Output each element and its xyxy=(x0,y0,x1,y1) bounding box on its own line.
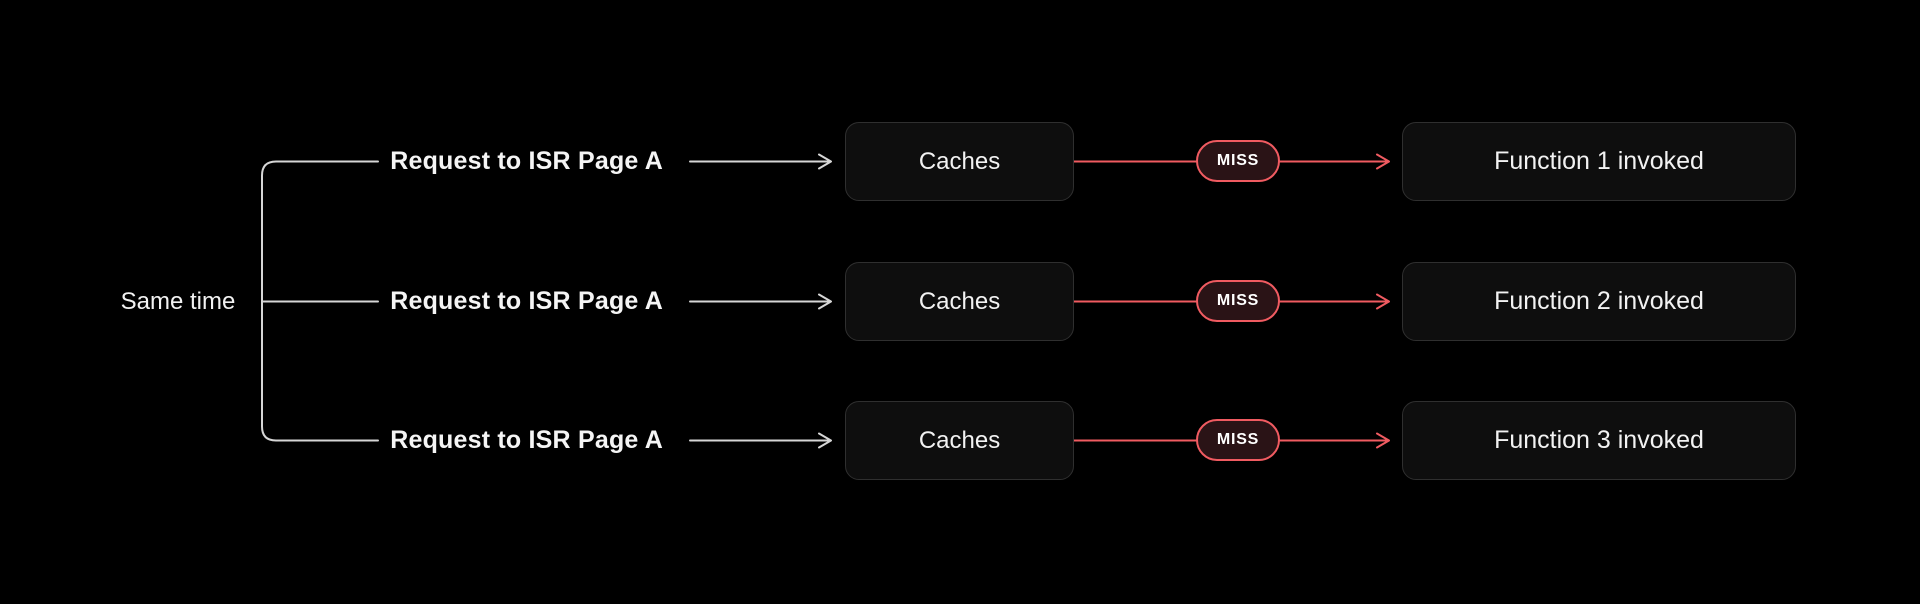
caches-node: Caches xyxy=(845,262,1074,341)
same-time-bracket xyxy=(261,160,379,442)
request-arrow-3 xyxy=(689,432,832,449)
miss-label: MISS xyxy=(1216,152,1260,169)
caches-node: Caches xyxy=(845,401,1074,480)
request-label: Request to ISR Page A xyxy=(390,426,663,454)
function-node: Function 1 invoked xyxy=(1402,122,1796,201)
function-label: Function 2 invoked xyxy=(1494,287,1704,315)
function-node: Function 3 invoked xyxy=(1402,401,1796,480)
request-arrow-2 xyxy=(689,293,832,310)
function-label: Function 3 invoked xyxy=(1494,426,1704,454)
request-label: Request to ISR Page A xyxy=(390,287,663,315)
request-label: Request to ISR Page A xyxy=(390,147,663,175)
miss-badge: MISS xyxy=(1196,419,1280,461)
same-time-label: Same time xyxy=(120,288,236,315)
caches-node: Caches xyxy=(845,122,1074,201)
caches-label: Caches xyxy=(918,147,1001,175)
caches-label: Caches xyxy=(918,287,1001,315)
function-node: Function 2 invoked xyxy=(1402,262,1796,341)
miss-badge: MISS xyxy=(1196,140,1280,182)
function-label: Function 1 invoked xyxy=(1494,147,1704,175)
miss-label: MISS xyxy=(1216,292,1260,309)
miss-label: MISS xyxy=(1216,431,1260,448)
miss-badge: MISS xyxy=(1196,280,1280,322)
caches-label: Caches xyxy=(918,426,1001,454)
request-arrow-1 xyxy=(689,153,832,170)
